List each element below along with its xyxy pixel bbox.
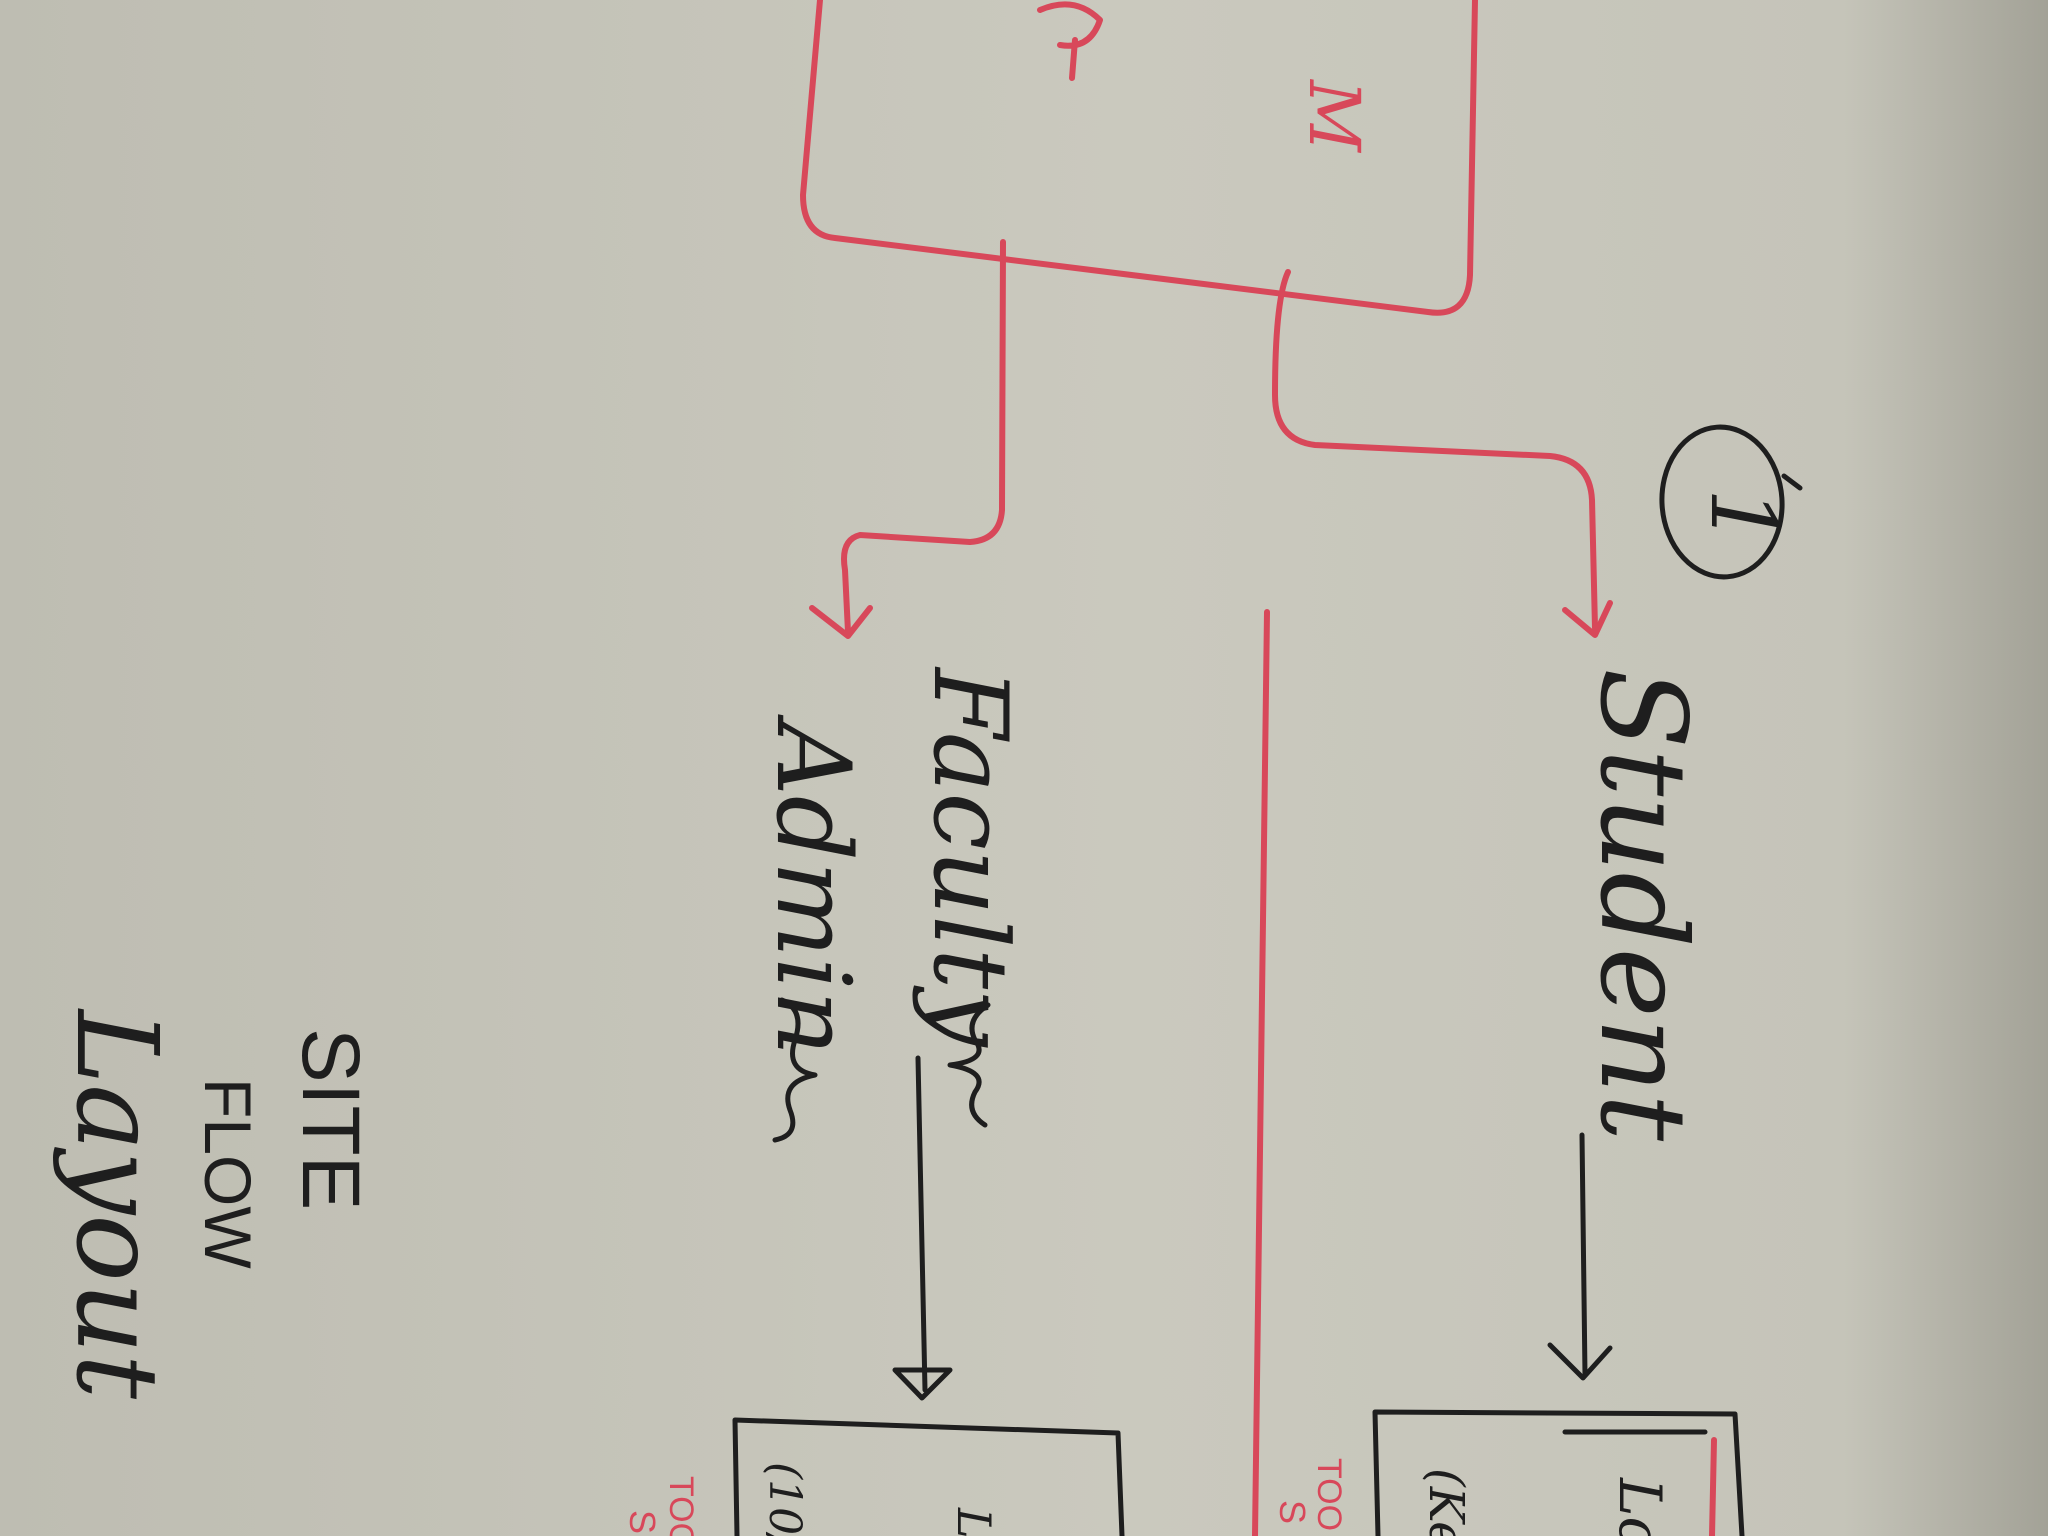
student-label: Student bbox=[1574, 668, 1712, 1142]
student-box-ke: (Ke bbox=[1418, 1468, 1474, 1536]
student-box-tool: TOO bbox=[1310, 1458, 1348, 1531]
faculty-box-paren: (10/ bbox=[759, 1462, 810, 1536]
top-box-outline bbox=[800, 0, 1478, 316]
faculty-box-tool: TOO bbox=[662, 1476, 700, 1536]
top-box-label: M bbox=[1293, 78, 1375, 154]
faculty-label: Faculty bbox=[910, 666, 1029, 1048]
faculty-arrow bbox=[915, 1055, 928, 1393]
site-label: SITE bbox=[285, 1028, 376, 1210]
number-one-tail bbox=[1781, 473, 1803, 491]
faculty-arrowhead-open bbox=[892, 1367, 953, 1401]
student-box-lo: Lo bbox=[1606, 1477, 1674, 1536]
student-box-s: S bbox=[1272, 1500, 1313, 1524]
number-one-circle bbox=[1659, 424, 1785, 580]
red-flow-lines bbox=[800, 0, 1717, 1536]
faculty-connector bbox=[841, 239, 1006, 635]
student-arrow bbox=[1579, 1132, 1588, 1378]
layout-label: Layout bbox=[51, 1008, 181, 1400]
black-marker bbox=[732, 424, 1803, 1536]
student-box-accent bbox=[1709, 1437, 1717, 1536]
student-box bbox=[1372, 1409, 1745, 1536]
faculty-box-s: S bbox=[622, 1510, 663, 1534]
student-arrowhead-open bbox=[1547, 1342, 1613, 1381]
vertical-divider bbox=[1252, 609, 1270, 1536]
flow-label: FLOW bbox=[191, 1078, 265, 1269]
admin-brace bbox=[772, 997, 818, 1143]
box-scribble bbox=[1037, 1, 1103, 81]
number-one-label: 1 bbox=[1690, 488, 1795, 545]
admin-label: Admin bbox=[753, 714, 872, 1056]
student-connector bbox=[1272, 269, 1598, 631]
faculty-brace bbox=[947, 1002, 991, 1128]
faculty-box-l: L bbox=[947, 1507, 1001, 1536]
faculty-box bbox=[732, 1417, 1125, 1536]
student-arrowhead bbox=[1562, 600, 1613, 638]
faculty-arrowhead bbox=[809, 605, 873, 639]
